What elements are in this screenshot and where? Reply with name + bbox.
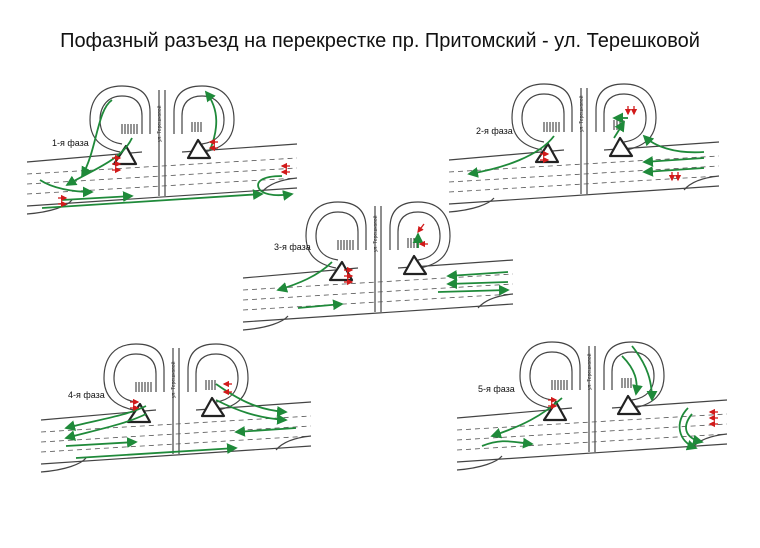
phase-2-diagram: 2-я фаза ул. Терешковой — [447, 82, 721, 214]
page-title: Пофазный разъезд на перекрестке пр. Прит… — [60, 30, 700, 52]
traffic-flows — [467, 112, 705, 178]
pedestrian-flows — [58, 138, 290, 208]
street-label: ул. Терешковой — [170, 361, 177, 398]
traffic-flows — [64, 383, 297, 459]
traffic-flows — [39, 90, 294, 209]
street-label: ул. Терешковой — [156, 105, 163, 142]
phase-label: 1-я фаза — [52, 138, 89, 148]
phase-label: 2-я фаза — [476, 126, 513, 136]
phase-4-diagram: 4-я фаза ул. Терешковой — [39, 342, 313, 474]
traffic-flows — [276, 232, 510, 311]
phase-3-diagram: 3-я фаза ул. Терешковой — [241, 200, 515, 332]
phase-label: 5-я фаза — [478, 384, 515, 394]
street-label: ул. Терешковой — [586, 353, 593, 390]
phase-label: 3-я фаза — [274, 242, 311, 252]
pedestrian-flows — [344, 223, 428, 286]
street-label: ул. Терешковой — [372, 215, 379, 252]
pedestrian-flows — [548, 396, 718, 428]
phase-5-diagram: 5-я фаза ул. Терешковой — [455, 340, 729, 472]
phase-label: 4-я фаза — [68, 390, 105, 400]
pedestrian-flows — [130, 380, 232, 412]
pedestrian-flows — [540, 106, 682, 182]
phase-1-diagram: 1-я фаза ул. Терешковой — [25, 84, 299, 216]
street-label: ул. Терешковой — [578, 95, 585, 132]
